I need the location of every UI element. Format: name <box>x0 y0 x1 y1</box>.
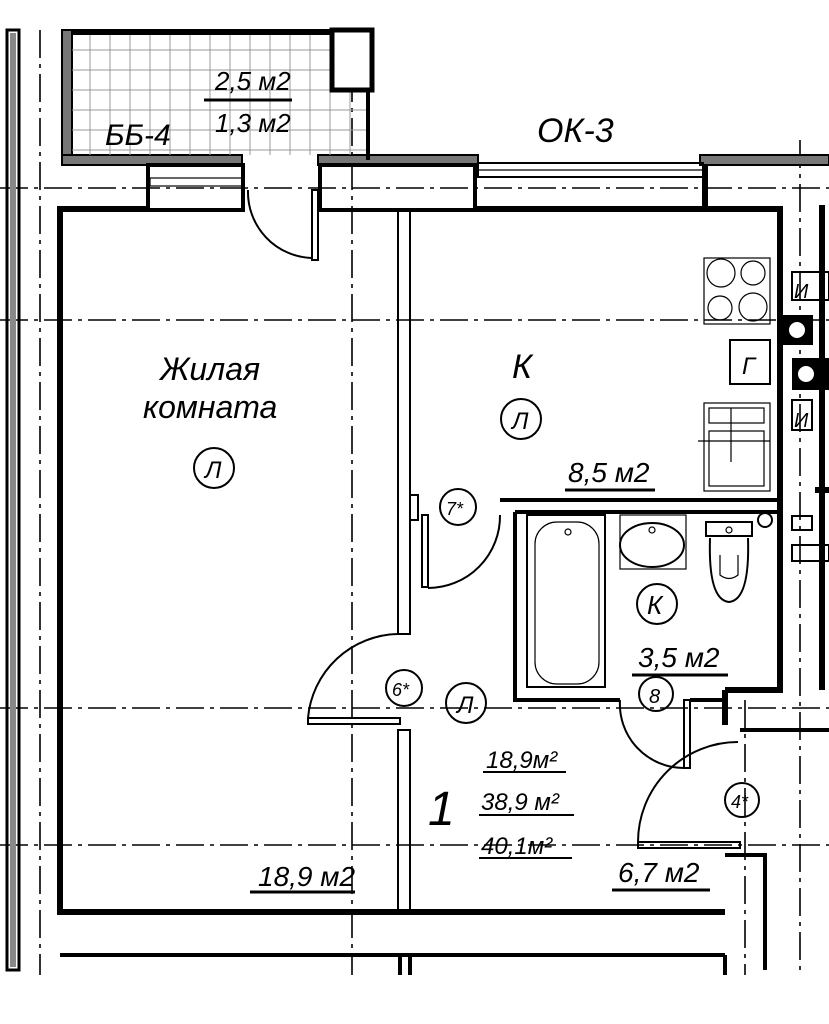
balcony-code: ББ-4 <box>105 119 171 152</box>
riser-mark-2: И <box>794 410 809 432</box>
door-mark-6: 6* <box>392 680 410 700</box>
mark-circles <box>193 398 760 818</box>
windows <box>146 162 704 212</box>
balcony-area-total: 2,5 м2 <box>214 66 291 96</box>
gas-boiler-icon <box>729 339 771 385</box>
risers <box>757 271 829 562</box>
door-mark-7: 7* <box>446 499 464 519</box>
living-room-floor-mark: Л <box>203 457 222 484</box>
living-room-area: 18,9 м2 <box>258 861 355 892</box>
window-code: ОК-3 <box>537 112 614 150</box>
hallway-floor-mark: Л <box>455 692 474 719</box>
apartment-total-area: 38,9 м² <box>481 789 560 816</box>
interior-walls <box>57 165 829 975</box>
hallway-area: 6,7 м2 <box>618 857 700 888</box>
bathroom-area: 3,5 м2 <box>638 642 720 673</box>
area-underlines <box>250 488 728 894</box>
sink-icon <box>698 402 771 492</box>
washbasin-icon <box>619 514 687 570</box>
doors <box>246 189 741 849</box>
apartment-living-area: 18,9м² <box>486 747 558 774</box>
kitchen-name: К <box>512 348 534 386</box>
bathroom-floor-mark: К <box>647 590 664 620</box>
bathtub-icon <box>526 514 606 688</box>
apartment-number: 1 <box>428 783 455 836</box>
kitchen-floor-mark: Л <box>510 408 529 435</box>
door-mark-4: 4* <box>731 792 749 812</box>
stove-icon <box>703 257 771 325</box>
apartment-total-with-balcony: 40,1м² <box>481 833 553 860</box>
axis-lines <box>0 30 829 975</box>
living-room-name-1: Жилая <box>158 351 260 387</box>
kitchen-area: 8,5 м2 <box>568 457 650 488</box>
riser-mark: И <box>794 281 809 303</box>
living-room-name-2: комната <box>143 389 277 425</box>
balcony <box>72 27 375 160</box>
balcony-area-reduced: 1,3 м2 <box>215 108 291 138</box>
stove-mark: Г <box>742 353 757 380</box>
door-mark-8: 8 <box>649 686 660 708</box>
toilet-icon <box>705 521 753 604</box>
